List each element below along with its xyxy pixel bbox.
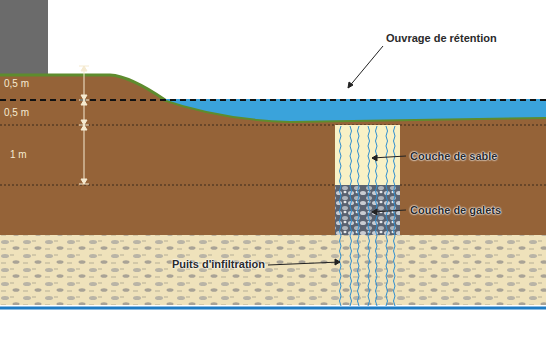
building — [0, 0, 48, 75]
flow-line — [376, 126, 378, 306]
dimension-label: 0,5 m — [4, 77, 29, 90]
flow-line — [340, 126, 342, 306]
dimension-lines — [79, 66, 89, 184]
soil — [0, 75, 546, 235]
level-line — [0, 125, 546, 126]
dimension-label: 1 m — [10, 148, 27, 161]
gravel-layer — [0, 235, 546, 305]
callout-label: Couche de sable — [410, 150, 497, 163]
callout-label: Couche de galets — [410, 204, 501, 217]
pebble-layer — [335, 185, 400, 235]
callout-label: Puits d'infiltration — [172, 258, 265, 271]
flow-line — [386, 126, 388, 306]
infiltration-flow — [340, 126, 396, 306]
level-line — [0, 185, 546, 186]
water-table — [0, 307, 546, 310]
leader-lines — [268, 46, 406, 265]
flow-line — [368, 126, 370, 306]
level-line — [0, 99, 546, 101]
flow-line — [358, 126, 360, 306]
flow-line — [350, 126, 352, 306]
water — [160, 99, 546, 122]
dimension-label: 0,5 m — [4, 106, 29, 119]
flow-line — [394, 126, 396, 306]
basin-bottom — [160, 99, 546, 122]
callout-label: Ouvrage de rétention — [386, 32, 497, 45]
